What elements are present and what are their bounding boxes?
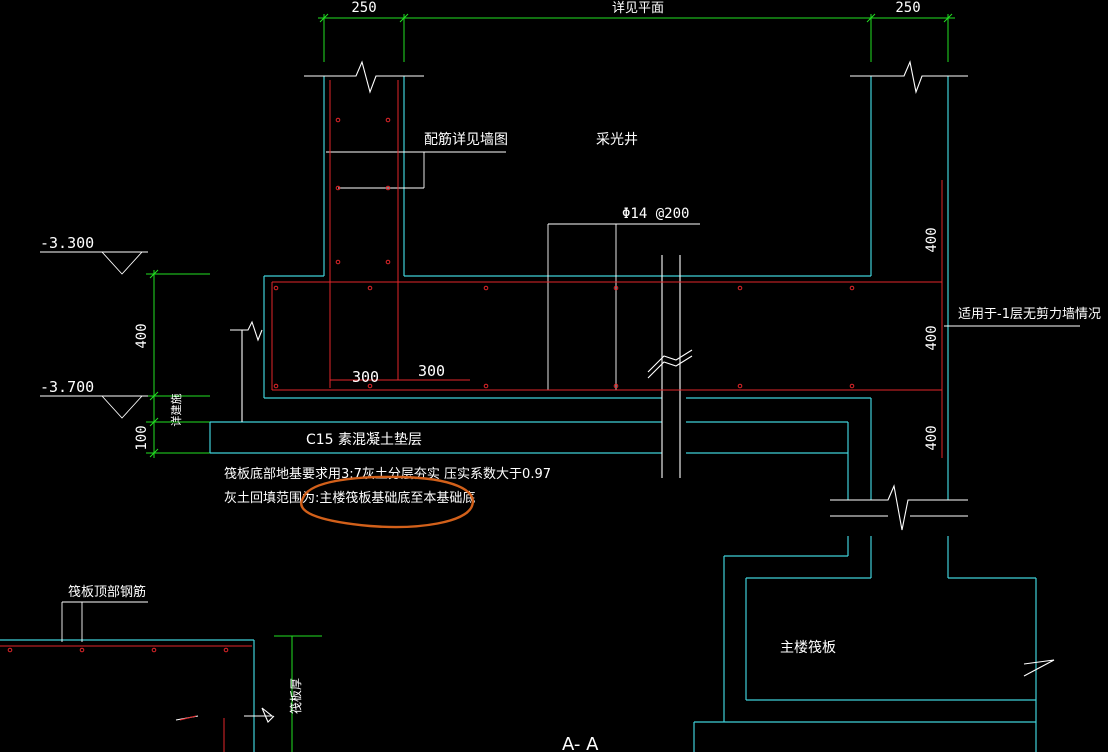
rebar-dots bbox=[7, 117, 855, 653]
break-symbols bbox=[230, 60, 1055, 723]
rebar bbox=[0, 80, 943, 752]
soil-note-line1: 筏板底部地基要求用3:7灰土分层夯实 压实系数大于0.97 bbox=[224, 466, 551, 482]
rebar-spacing-right: 300 bbox=[418, 362, 445, 380]
dim-top-right: 250 bbox=[895, 0, 920, 16]
section-title: A- A bbox=[562, 734, 599, 752]
dim-top-middle: 详见平面 bbox=[612, 1, 664, 16]
dim-right-2: 400 bbox=[924, 325, 940, 350]
cushion-layer-label: C15 素混凝土垫层 bbox=[306, 432, 422, 448]
applicability-note: 适用于-1层无剪力墙情况 bbox=[958, 306, 1101, 322]
dim-top-left: 250 bbox=[351, 0, 376, 16]
dim-cushion: 100 bbox=[134, 425, 150, 450]
raft-thickness-label: 筏板厚 bbox=[289, 678, 303, 714]
dimension-lines bbox=[146, 13, 955, 752]
lightwell-label: 采光井 bbox=[596, 132, 638, 148]
dim-right-3: 400 bbox=[924, 425, 940, 450]
leader-lines bbox=[40, 151, 1080, 721]
rebar-spacing-left: 300 bbox=[352, 368, 379, 386]
raft-top-rebar-label: 筏板顶部钢筋 bbox=[68, 584, 146, 600]
dim-slab-thickness: 400 bbox=[134, 323, 150, 348]
elevation-upper: -3.300 bbox=[40, 234, 94, 252]
concrete-outline bbox=[0, 76, 1037, 752]
left-vertical-note: 详建施 bbox=[169, 394, 183, 427]
main-raft-label: 主楼筏板 bbox=[780, 639, 836, 656]
rebar-spec: Φ14 @200 bbox=[622, 206, 689, 222]
dim-right-1: 400 bbox=[924, 227, 940, 252]
rebar-note: 配筋详见墙图 bbox=[424, 131, 508, 148]
elevation-lower: -3.700 bbox=[40, 378, 94, 396]
soil-note-line2: 灰土回填范围为:主楼筏板基础底至本基础底 bbox=[224, 490, 475, 506]
annotation-ellipse bbox=[300, 475, 475, 529]
